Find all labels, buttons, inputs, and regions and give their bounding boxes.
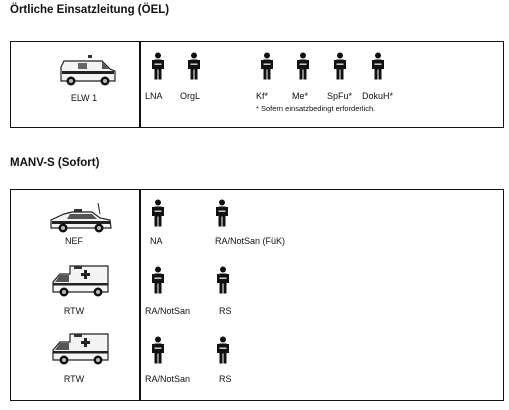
person-icon	[297, 52, 309, 80]
manv-table	[10, 189, 504, 401]
oel-divider	[139, 41, 141, 128]
emergency-car-icon	[50, 202, 112, 233]
manv-person-label: NA	[150, 236, 163, 246]
oel-table	[10, 41, 504, 128]
person-icon	[334, 52, 346, 80]
oel-footnote: * Sofern einsatzbedingt erforderlich.	[256, 104, 376, 113]
person-icon	[261, 52, 273, 80]
ambulance-icon	[52, 333, 109, 365]
manv-person-label: RS	[219, 374, 232, 384]
oel-person-label: DokuH*	[362, 91, 394, 101]
manv-heading: MANV-S (Sofort)	[10, 157, 100, 169]
manv-vehicle-label: NEF	[65, 236, 83, 246]
manv-divider	[139, 189, 141, 401]
person-icon	[152, 266, 164, 294]
oel-person-label: LNA	[145, 91, 163, 101]
person-icon	[217, 266, 229, 294]
person-icon	[217, 336, 229, 364]
manv-person-label: RS	[219, 306, 232, 316]
person-icon	[216, 199, 228, 227]
oel-vehicle-label: ELW 1	[70, 93, 98, 103]
person-icon	[372, 52, 384, 80]
person-icon	[188, 52, 200, 80]
person-icon	[152, 52, 164, 80]
manv-vehicle-label: RTW	[63, 374, 85, 384]
oel-person-label: OrgL	[180, 91, 201, 101]
oel-person-label: SpFu*	[327, 91, 353, 101]
manv-person-label: RA/NotSan	[145, 374, 191, 384]
manv-person-label: RA/NotSan (FüK)	[215, 236, 286, 246]
oel-person-label: Kf*	[256, 91, 269, 101]
person-icon	[152, 336, 164, 364]
person-icon	[152, 199, 164, 227]
oel-heading: Örtliche Einsatzleitung (ÖEL)	[10, 4, 170, 16]
manv-person-label: RA/NotSan	[145, 306, 191, 316]
ambulance-icon	[52, 265, 109, 297]
command-van-icon	[60, 55, 116, 86]
oel-person-label: Me*	[292, 91, 309, 101]
manv-vehicle-label: RTW	[63, 306, 85, 316]
